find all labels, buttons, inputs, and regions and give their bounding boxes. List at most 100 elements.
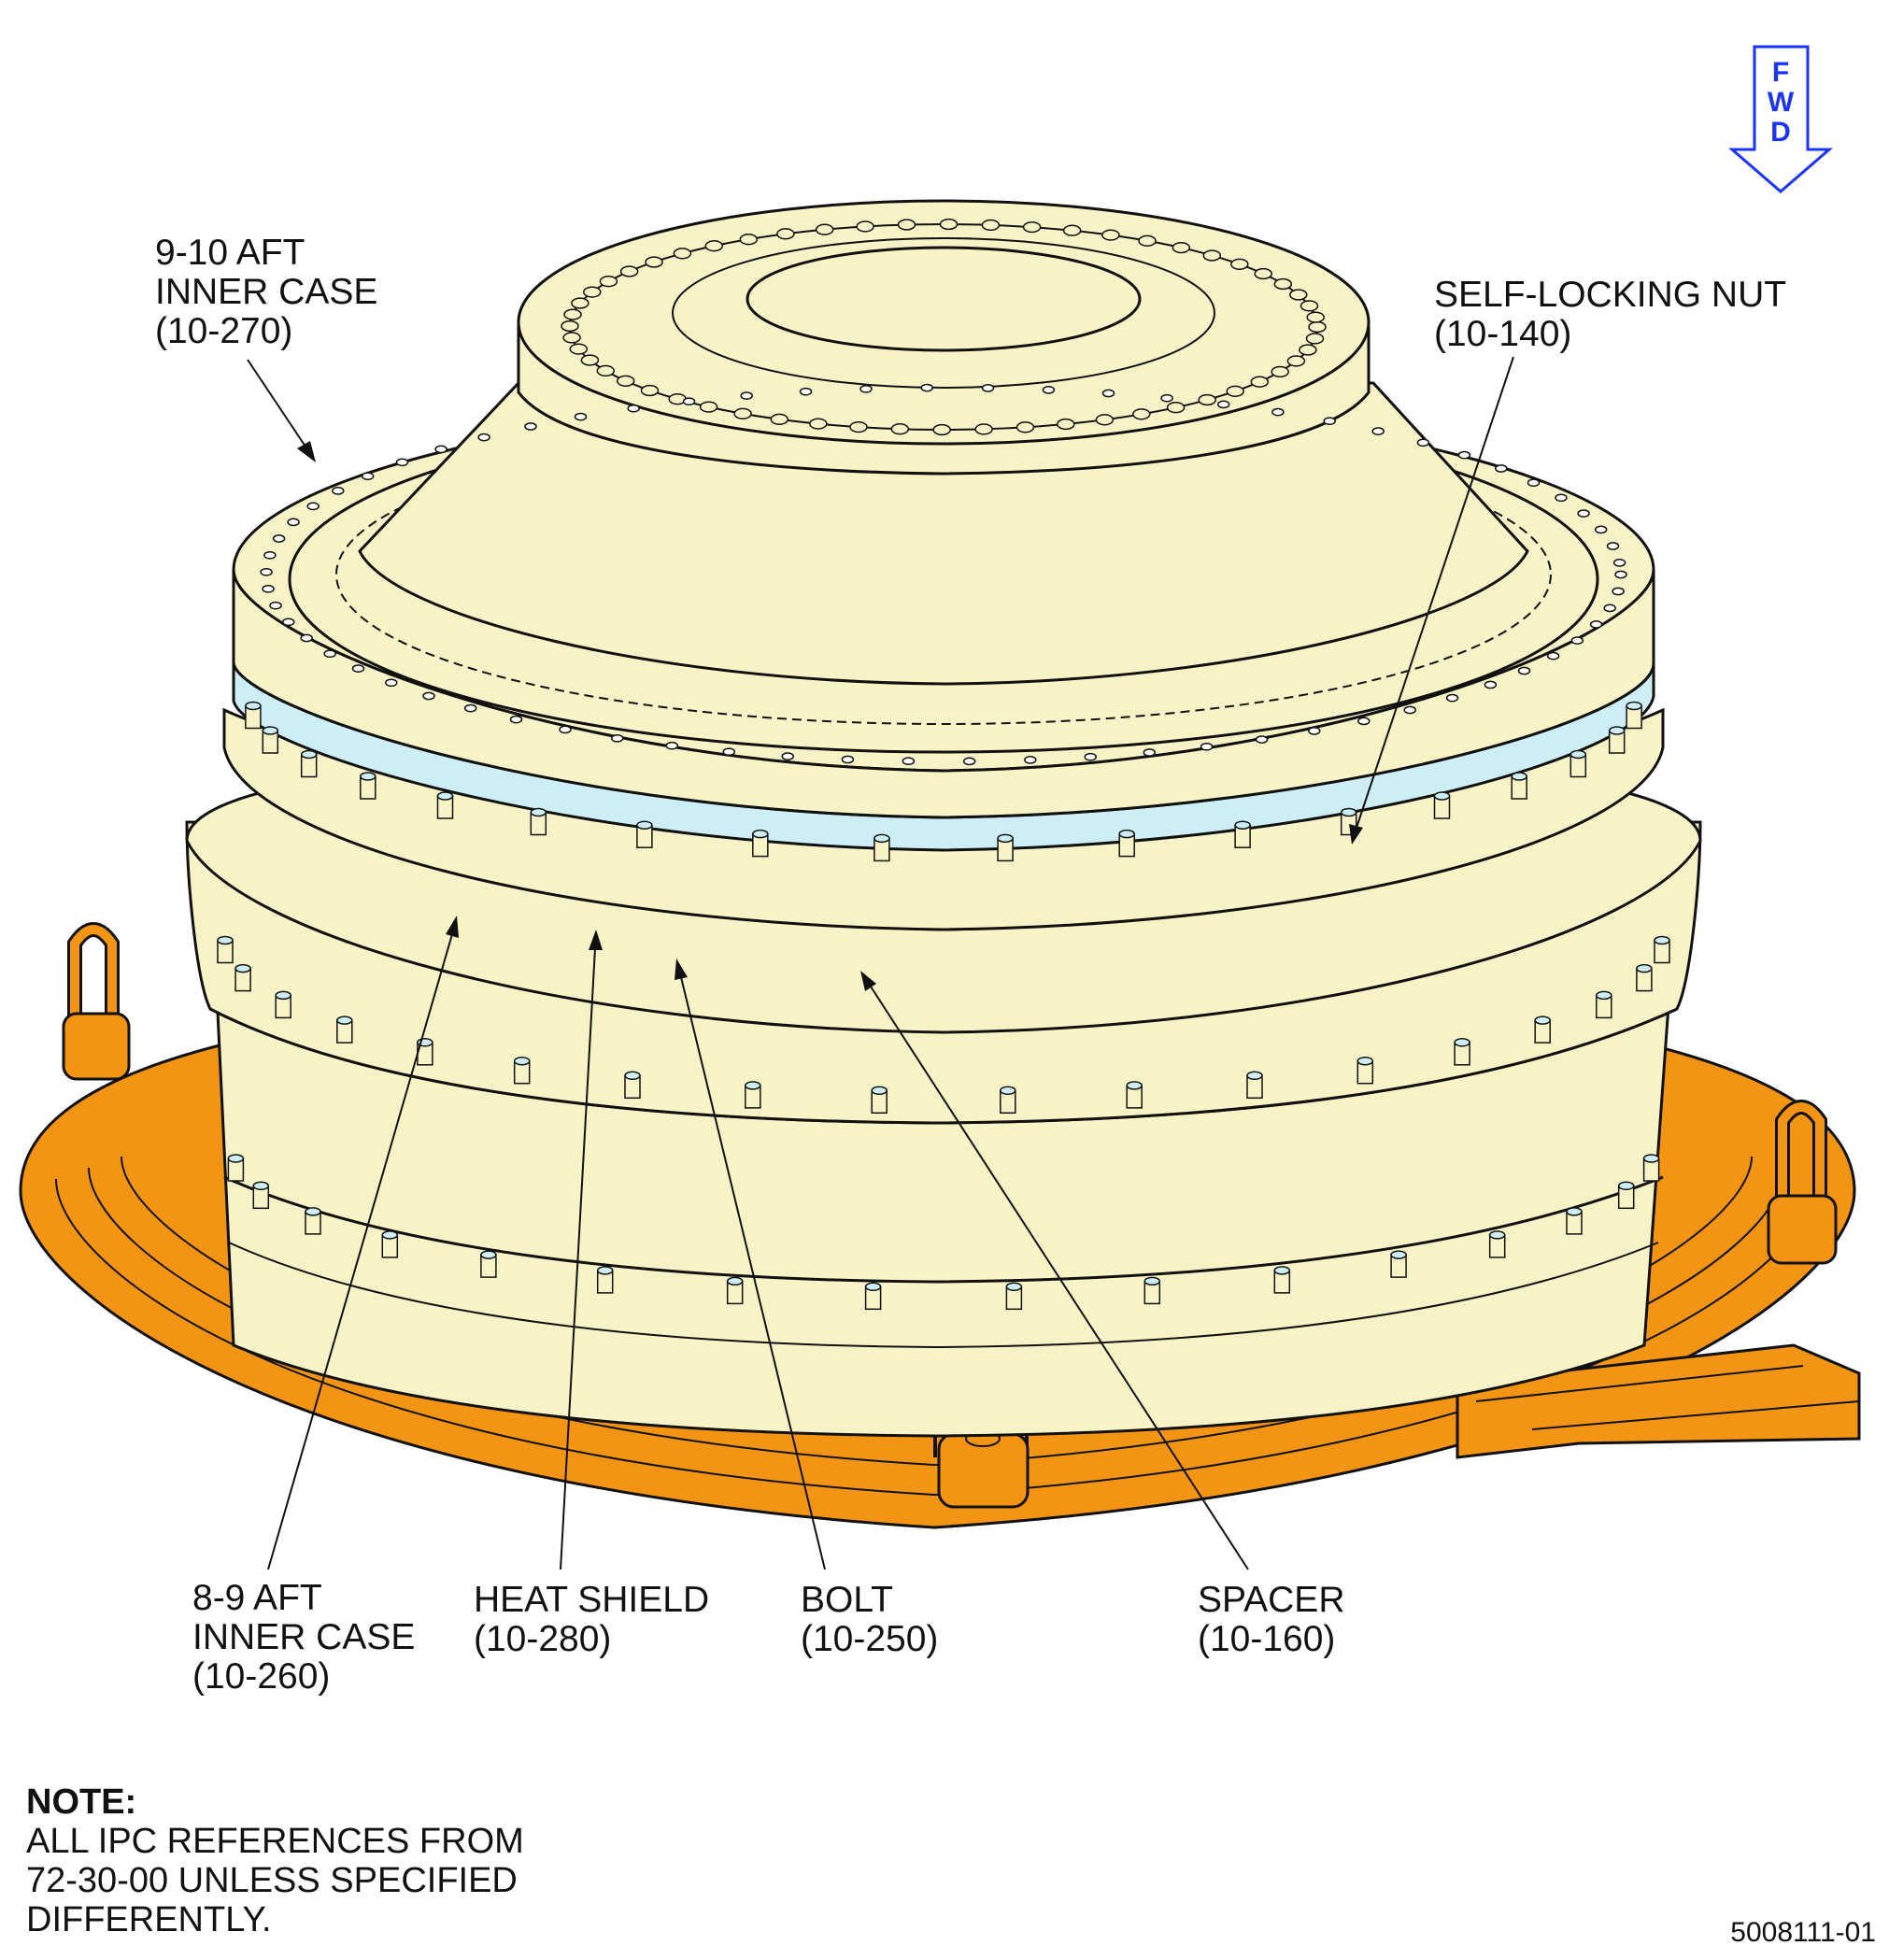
top-flange-hole [1230, 258, 1249, 270]
top-flange-hole [616, 375, 635, 387]
flange-hole [1603, 604, 1616, 613]
top-bore-ring [672, 237, 1215, 389]
flange-hole [463, 703, 477, 713]
bolt [1005, 1282, 1023, 1311]
top-flange-hole [563, 308, 582, 320]
flange-hole [682, 397, 696, 406]
bolt [745, 1081, 761, 1109]
flange-hole [1527, 478, 1541, 488]
callout-spacer: SPACER (10-160) [1198, 1581, 1345, 1659]
top-flange-hole [815, 223, 834, 235]
flange-hole [422, 691, 435, 701]
bolt [596, 1266, 614, 1294]
top-flange-hole [569, 343, 589, 355]
top-flange-hole [1271, 365, 1289, 378]
flange-hole [262, 584, 275, 593]
bolt [1617, 1181, 1635, 1210]
flange-hole [799, 387, 813, 396]
flange-hole [1445, 693, 1459, 703]
flange-hole [1612, 587, 1625, 596]
top-flange-hole [939, 218, 959, 231]
shackle-right [1767, 1100, 1838, 1265]
top-flange-hole [1202, 249, 1222, 262]
top-flange-hole [1101, 229, 1120, 241]
flange-hole [1371, 427, 1385, 435]
shackle-left [62, 922, 131, 1081]
bolt [1642, 1154, 1660, 1182]
leader-spacer [860, 971, 1249, 1570]
note-line: 72-30-00 UNLESS SPECIFIED [26, 1861, 518, 1900]
top-flange-hole [1305, 333, 1325, 345]
flange-hole [1216, 400, 1230, 409]
bolt [1569, 749, 1587, 778]
flange-hole [740, 391, 753, 400]
flange-hole [263, 550, 277, 560]
note-title: NOTE: [26, 1782, 137, 1822]
flange-hole [332, 487, 345, 495]
top-flange-hole [699, 401, 718, 413]
fwd-indicator [1727, 45, 1834, 193]
bolt [1511, 772, 1527, 800]
flange-hole [395, 458, 409, 467]
top-flange-hole [619, 265, 639, 277]
top-flange-hole [1166, 402, 1186, 414]
flange-hole [841, 755, 855, 764]
bolt [227, 1154, 245, 1182]
flange-holes [260, 383, 1627, 766]
bolt [245, 701, 262, 730]
top-flange-hole [1250, 376, 1270, 388]
bolt [1454, 1038, 1470, 1066]
callout-self-locking-nut: SELF-LOCKING NUT (10-140) [1434, 276, 1786, 354]
lower-flange-mid [223, 1175, 1664, 1284]
bolt [752, 829, 769, 858]
flange-hole [1606, 542, 1620, 550]
top-flange-hole [1138, 234, 1157, 247]
top-flange-holes [561, 218, 1327, 436]
flange-hole [509, 715, 523, 724]
callout-line: HEAT SHIELD [474, 1580, 710, 1620]
aft-inner-case-9-10-side [232, 569, 1655, 819]
leader-bolt [675, 959, 826, 1570]
callout-line: (10-250) [801, 1619, 939, 1659]
flange-hole [1200, 742, 1214, 751]
top-flange-hole [596, 364, 616, 377]
bolt [1626, 701, 1642, 730]
fwd-letter: D [1770, 117, 1791, 148]
flange-hole [1255, 735, 1269, 744]
flange-hole [1555, 493, 1568, 503]
flange-hole [1323, 417, 1336, 426]
leader-self-locking-nut [1349, 356, 1514, 845]
top-flange-hole [673, 248, 692, 260]
callout-line: (10-160) [1198, 1619, 1336, 1659]
bolt [234, 963, 251, 992]
flange-hole [665, 741, 679, 750]
top-flange-hole [1308, 320, 1327, 334]
fwd-letter: W [1767, 87, 1795, 118]
flange-hole [1143, 748, 1157, 757]
top-flange-hole [1132, 408, 1151, 420]
flange-hole [1612, 559, 1626, 567]
top-flange-hole [1095, 414, 1115, 426]
flange-hole [1024, 756, 1037, 764]
bolt [871, 1086, 888, 1115]
bolt [1654, 935, 1670, 964]
top-flange-hole [1172, 241, 1191, 254]
flange-hole [920, 383, 933, 392]
figure-number: 5008111-01 [1730, 1917, 1876, 1948]
bolt [1636, 963, 1653, 992]
top-flange-hole [583, 286, 602, 298]
fixture-groove-middle [88, 1167, 1785, 1467]
callout-line: 9-10 AFT [155, 233, 305, 273]
flange-hole [287, 518, 300, 527]
bolt [624, 1071, 641, 1100]
flange-hole [300, 633, 313, 643]
bolt [1126, 1081, 1143, 1109]
flange-hole [1357, 717, 1371, 726]
top-flange-hole [1299, 344, 1317, 356]
lower-flange-bottom [228, 1242, 1659, 1349]
bolt [262, 726, 279, 754]
top-flange-hole [1022, 220, 1042, 234]
bolt [1390, 1250, 1407, 1278]
